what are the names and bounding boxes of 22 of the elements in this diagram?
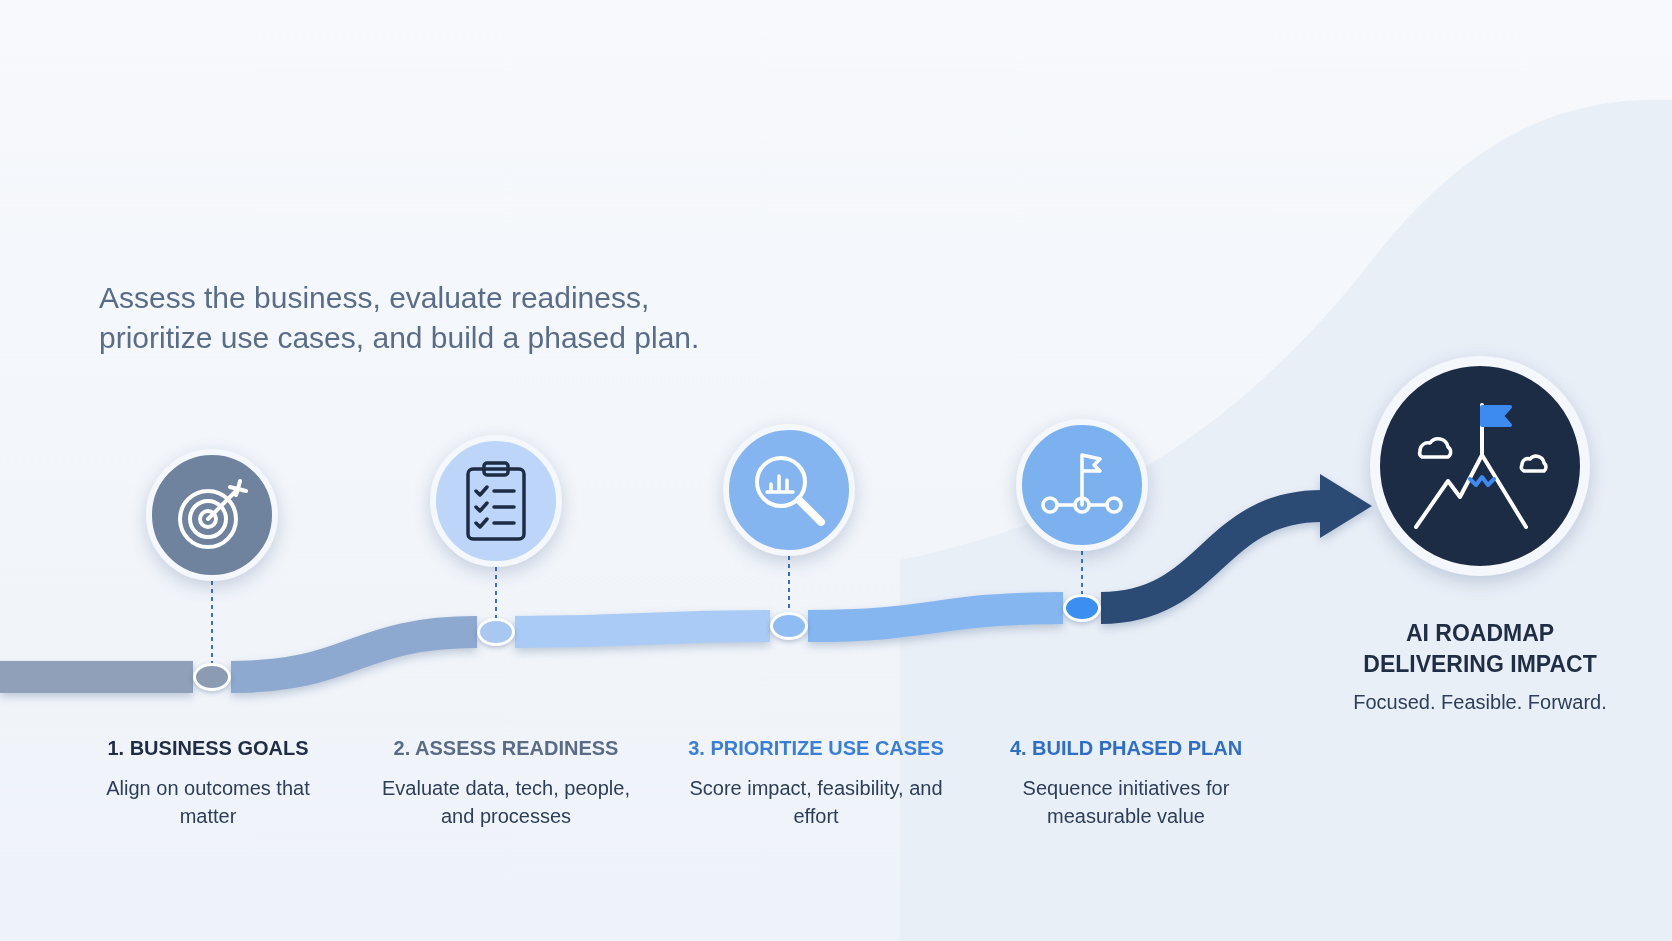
leader-line — [211, 580, 213, 664]
step-title: 4. BUILD PHASED PLAN — [1009, 736, 1243, 761]
step-description: Align on outcomes that matter — [105, 776, 311, 829]
step-description: Score impact, feasibility, and effort — [688, 776, 944, 829]
step-title: 2. ASSESS READINESS — [393, 736, 619, 761]
road-path — [0, 661, 193, 693]
step-description: Sequence initiatives for measurable value — [1021, 776, 1231, 829]
subtitle: Assess the business, evaluate readiness, prioritize use cases, and build a phased plan. — [99, 280, 701, 356]
milestone-dot — [770, 612, 808, 640]
leader-line — [495, 566, 497, 619]
step-title: 3. PRIORITIZE USE CASES — [688, 736, 944, 761]
road-path — [230, 616, 478, 693]
goal-title: AI ROADMAP DELIVERING IMPACT — [1362, 619, 1598, 680]
goal-tagline: Focused. Feasible. Forward. — [1353, 690, 1607, 716]
road-path — [1099, 474, 1372, 624]
step-description: Evaluate data, tech, people, and processes — [381, 776, 631, 829]
step-title: 1. BUSINESS GOALS — [107, 736, 309, 761]
leader-line — [1081, 550, 1083, 595]
road-path — [807, 592, 1064, 642]
road-path — [514, 610, 771, 648]
milestone-dot — [193, 663, 231, 691]
milestone-dot — [477, 618, 515, 646]
